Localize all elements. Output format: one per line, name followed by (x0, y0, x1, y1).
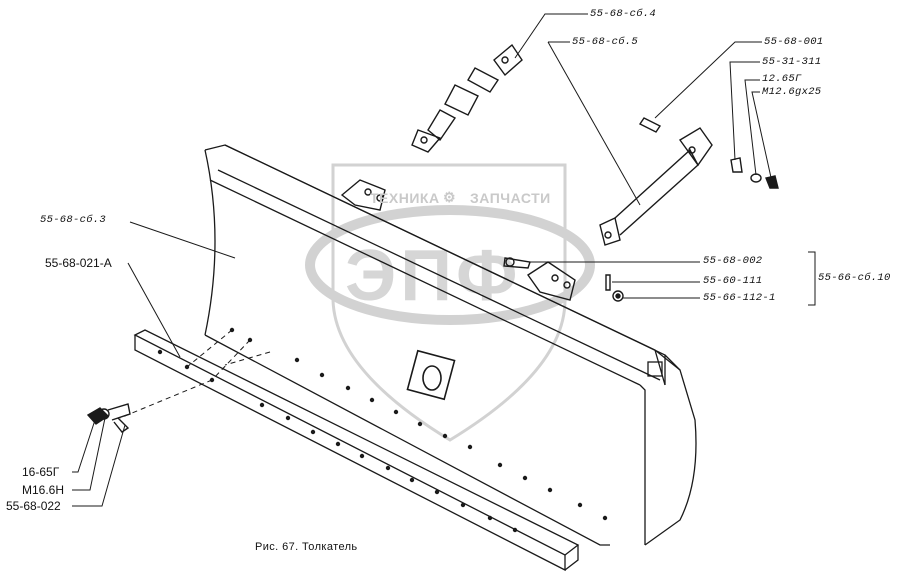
label-55-68-022: 55-68-022 (6, 499, 61, 513)
label-bolt-m12: М12.6gх25 (762, 86, 822, 98)
watermark-logo: ЭПФ (305, 163, 595, 442)
pin-55-68-001 (638, 117, 662, 133)
watermark-gear-icon: ⚙ (443, 189, 457, 205)
label-sb3: 55-68-сб.3 (40, 214, 107, 226)
label-12-65g: 12.65Г (762, 73, 802, 85)
top-brackets (340, 179, 576, 301)
label-55-68-002: 55-68-002 (703, 255, 763, 267)
rod-sb4 (411, 43, 523, 153)
cutting-edge (133, 329, 580, 572)
svg-text:ЭПФ: ЭПФ (345, 236, 521, 316)
leader-lines (72, 13, 816, 507)
label-m16: М16.6Н (22, 483, 65, 497)
figure-caption: Рис. 67. Толкатель (255, 541, 358, 553)
edge-holes (157, 349, 518, 533)
label-55-60-111: 55-60-111 (703, 275, 763, 287)
rod-sb5 (599, 127, 713, 246)
label-55-66-112-1: 55-66-112-1 (703, 292, 776, 304)
label-55-68-001: 55-68-001 (764, 36, 824, 48)
watermark-right-text: ЗАПЧАСТИ (470, 190, 551, 206)
blade-holes (229, 327, 608, 521)
label-sb4: 55-68-сб.4 (590, 8, 657, 20)
alignment-dashes (119, 329, 271, 419)
label-55-68-021-a: 55-68-021-А (45, 256, 112, 270)
blade-body (204, 144, 697, 546)
watermark-left-text: ТЕХНИКА (370, 190, 440, 206)
label-16-65g: 16-65Г (22, 465, 60, 479)
pin-group-sb10 (503, 257, 624, 302)
label-sb5: 55-68-сб.5 (572, 36, 639, 48)
label-sb10: 55-66-сб.10 (818, 272, 891, 284)
edge-bolts (86, 403, 131, 433)
label-55-31-311: 55-31-311 (762, 56, 822, 68)
center-lug (406, 349, 456, 401)
